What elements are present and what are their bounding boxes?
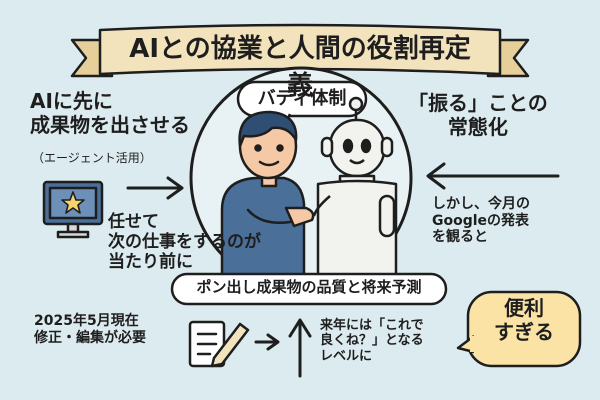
- buddy-speech-bubble: [236, 80, 368, 132]
- left-sub-text: （エージェント活用）: [32, 151, 152, 165]
- bottom-left-text: 2025年5月現在 修正・編集が必要: [34, 313, 146, 346]
- left-task-line: 当たり前に: [108, 252, 193, 273]
- bottom-right-line: レベルに: [320, 348, 373, 364]
- bottom-title-pill: [170, 272, 448, 306]
- convenient-line: すぎる: [494, 319, 554, 344]
- convenient-bubble: [456, 290, 582, 368]
- right-top-line: 常態化: [447, 114, 508, 139]
- right-mid-text: しかし、今月の Googleの発表 を観ると: [432, 196, 530, 246]
- left-main-line: AIに先に: [30, 89, 113, 113]
- left-task-line: 任せて: [108, 212, 159, 232]
- right-top-text: 「振る」ことの 常態化: [408, 91, 548, 139]
- robot-figure: [312, 96, 398, 284]
- arrows: [126, 162, 560, 378]
- buddy-label: バディ体制: [257, 88, 347, 109]
- human-figure: [220, 110, 315, 284]
- right-mid-line: しかし、今月の: [432, 196, 530, 212]
- bottom-title: ポン出し成果物の品質と将来予測: [196, 278, 422, 296]
- right-mid-line: Googleの発表: [432, 212, 530, 229]
- left-main-line: 成果物を出させる: [30, 112, 190, 137]
- left-main-text: AIに先に 成果物を出させる: [30, 89, 190, 137]
- left-task-line: 次の仕事をするのが: [108, 232, 261, 253]
- bottom-right-line: 良くね？」となる: [320, 333, 424, 349]
- left-task-text: 任せて 次の仕事をするのが 当たり前に: [108, 212, 261, 272]
- convenient-text: 便利 すぎる: [474, 296, 574, 344]
- right-top-line: 「振る」ことの: [408, 91, 548, 115]
- bottom-right-line: 来年には「これで: [320, 318, 424, 333]
- document-pen-graphic: [188, 320, 250, 368]
- monitor-graphic: [42, 180, 104, 239]
- banner-ribbon: [70, 23, 530, 78]
- right-mid-line: を観ると: [432, 229, 488, 246]
- convenient-line: 便利: [504, 296, 544, 320]
- banner-title: AIとの協業と人間の役割再定義: [129, 34, 471, 101]
- bottom-left-line: 修正・編集が必要: [34, 329, 146, 346]
- bottom-right-text: 来年には「これで 良くね？」となる レベルに: [320, 318, 424, 364]
- bottom-left-line: 2025年5月現在: [34, 313, 139, 329]
